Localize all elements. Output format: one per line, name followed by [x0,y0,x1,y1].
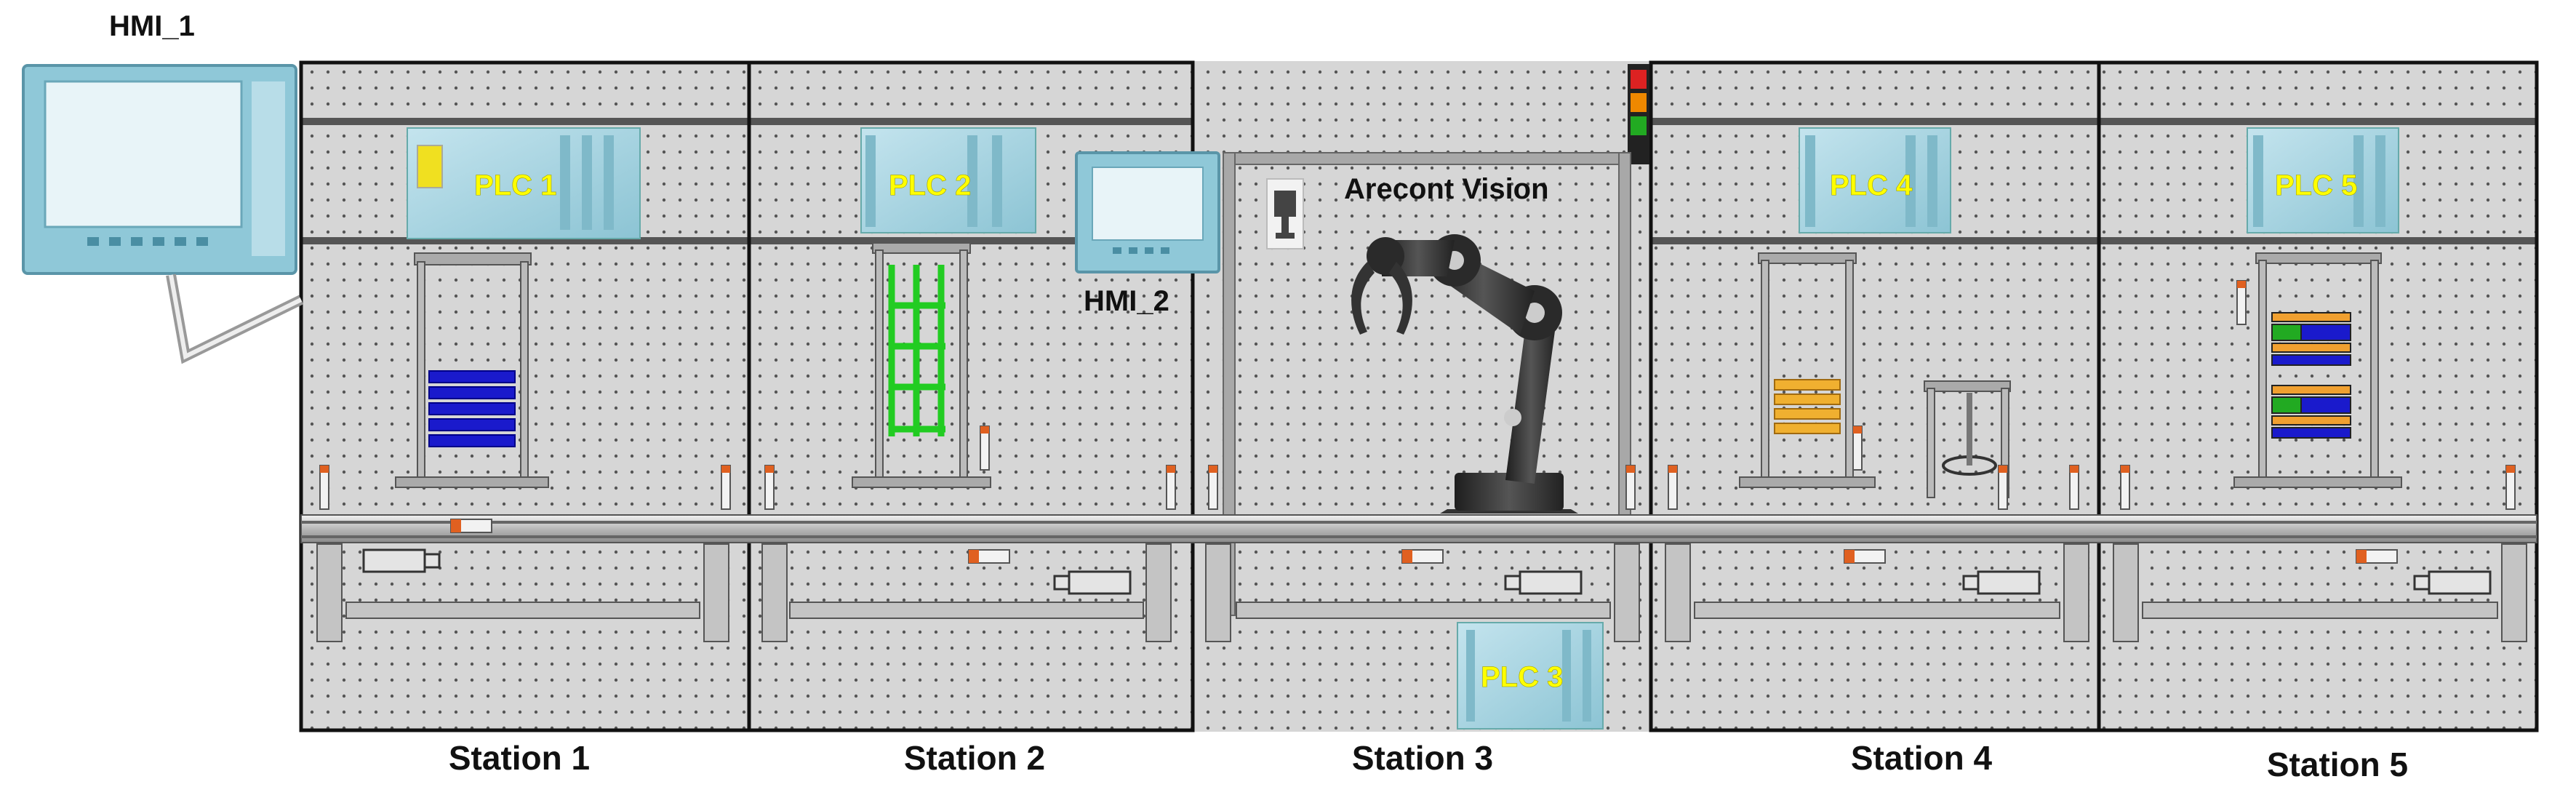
pneumatic-cylinders [362,548,2492,595]
plc-4-label: PLC 4 [1830,169,1913,201]
station-5-label: Station 5 [2266,746,2409,783]
signal-tower [1628,64,1649,164]
upper-rails [301,118,2537,244]
hmi-2-label: HMI_2 [1084,285,1169,317]
hmi-1-label: HMI_1 [109,10,195,42]
plc-2-label: PLC 2 [889,169,971,201]
plc-1-module[interactable] [407,127,641,239]
storage-rack-station-2 [852,242,991,488]
station3-gantry [1223,152,1631,616]
storage-rack-station-5 [2233,252,2402,488]
plc-5-module[interactable] [2247,127,2399,233]
hmi-1-panel[interactable] [22,64,304,364]
sensors [319,280,2516,510]
conveyor-belt [300,514,2537,543]
storage-rack-station-4 [1739,252,2011,498]
plc-3-module[interactable] [1457,622,1604,730]
station-3-label: Station 3 [1351,739,1494,777]
camera-icon [1266,178,1304,249]
station-2-label: Station 2 [903,739,1046,777]
plc-1-label: PLC 1 [474,169,556,201]
plc-5-label: PLC 5 [2275,169,2357,201]
belt-sensors [450,519,2398,564]
station-borders [299,60,2539,732]
station3-panel [1193,61,1651,732]
station-1-label: Station 1 [448,739,591,777]
conveyor-supports [316,543,2527,642]
plc-2-module[interactable] [860,127,1036,233]
hmi-2-panel[interactable] [1075,151,1220,273]
station-4-label: Station 4 [1850,739,1993,777]
robot-arm-icon [1351,234,1578,514]
storage-rack-station-1 [395,252,549,488]
plc-3-label: PLC 3 [1481,661,1563,693]
plc-4-module[interactable] [1799,127,1951,233]
plc-labels: PLC 1 PLC 2 PLC 3 PLC 4 PLC 5 [474,169,2358,694]
camera-label: Arecont Vision [1344,173,1549,205]
